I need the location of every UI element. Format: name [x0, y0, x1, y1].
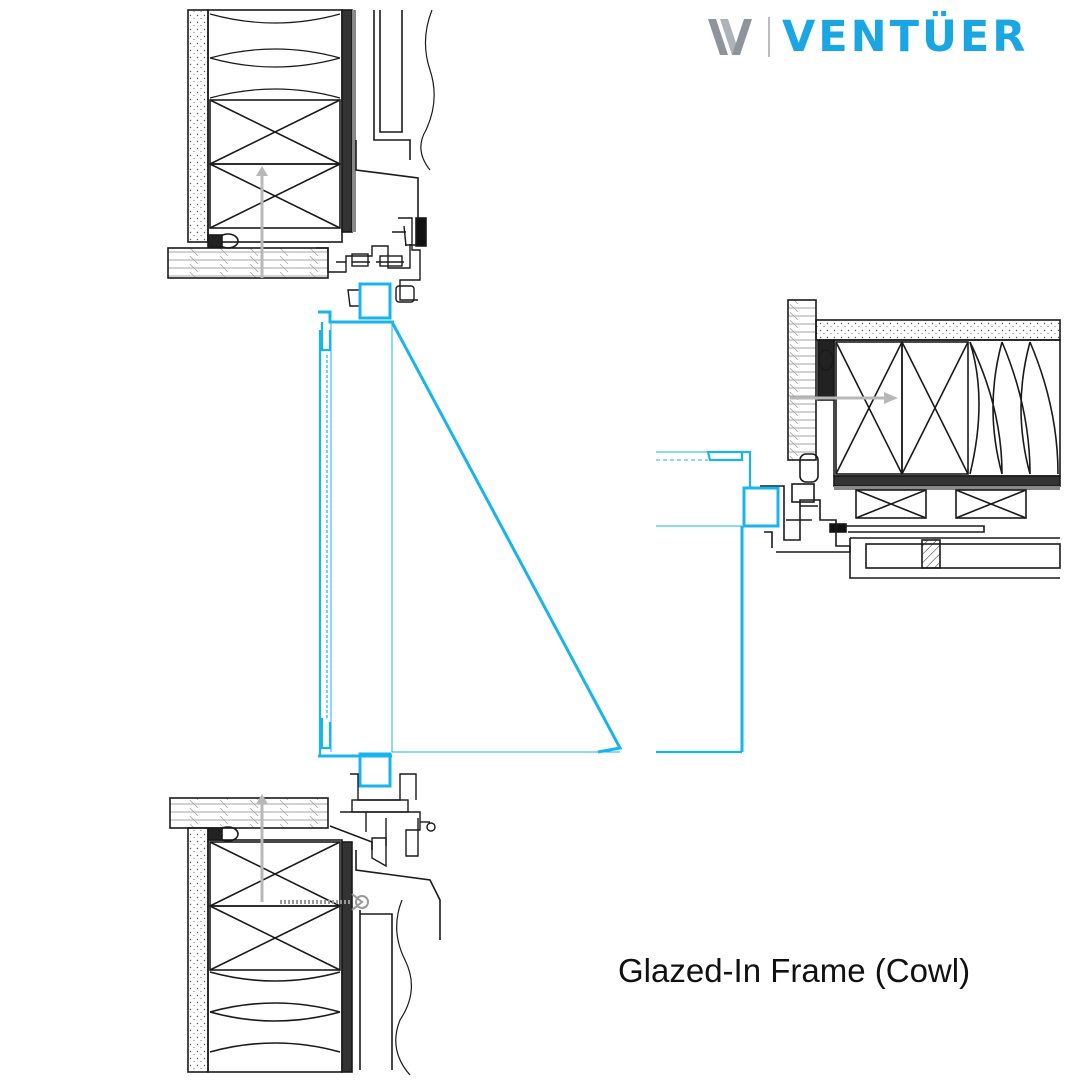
top-screw-icon	[256, 166, 268, 278]
jamb-cowl-frame	[656, 450, 780, 754]
top-frame-profile	[316, 217, 421, 307]
bottom-wall-section	[169, 797, 441, 1076]
brand-name: VENTÜER	[782, 11, 1029, 62]
top-wall-section	[167, 9, 435, 279]
cowl-frame	[318, 282, 623, 788]
horizontal-screw-icon	[280, 893, 369, 911]
drawing-caption: Glazed-In Frame (Cowl)	[618, 952, 971, 989]
bottom-screw-icon	[256, 794, 268, 902]
jamb-section	[760, 299, 1061, 579]
bottom-frame-profile	[340, 773, 436, 868]
brand-separator	[768, 17, 770, 57]
jamb-screw-icon	[790, 392, 898, 404]
w-chevron-logo-icon	[708, 19, 752, 55]
brand-logo: VENTÜER	[706, 14, 1028, 60]
